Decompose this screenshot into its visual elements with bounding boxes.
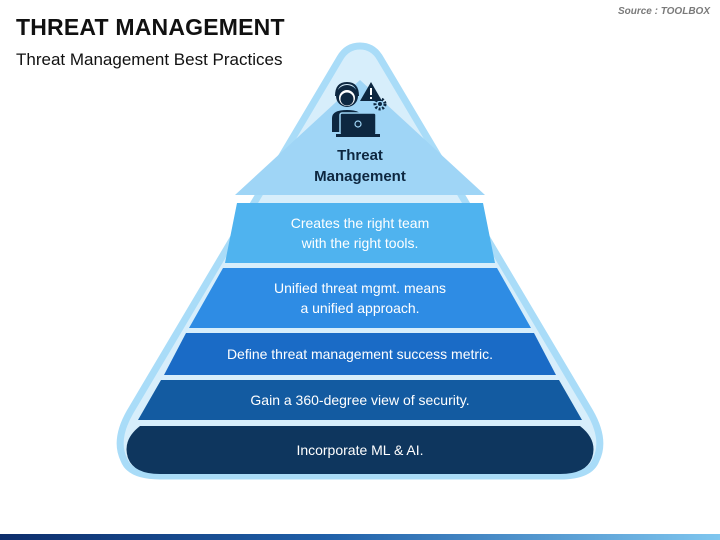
layer-shape-4 — [138, 380, 582, 420]
source-note: Source : TOOLBOX — [617, 6, 710, 17]
layer-shape-5 — [126, 426, 594, 474]
layer-shape-2 — [189, 268, 531, 328]
analyst-with-laptop-warning-gear-icon — [332, 81, 387, 137]
footer-accent-bar — [0, 534, 720, 540]
layer-shape-1 — [225, 203, 495, 263]
page-subtitle: Threat Management Best Practices — [16, 50, 283, 69]
layer-text-4: Gain a 360-degree view of security. — [250, 392, 470, 408]
layer-shape-3 — [164, 333, 556, 375]
page-title: THREAT MANAGEMENT — [16, 14, 285, 40]
layer-text-3: Define threat management success metric. — [226, 346, 494, 362]
apex-shape — [235, 80, 485, 195]
layer-text-5: Incorporate ML & AI. — [296, 442, 424, 458]
